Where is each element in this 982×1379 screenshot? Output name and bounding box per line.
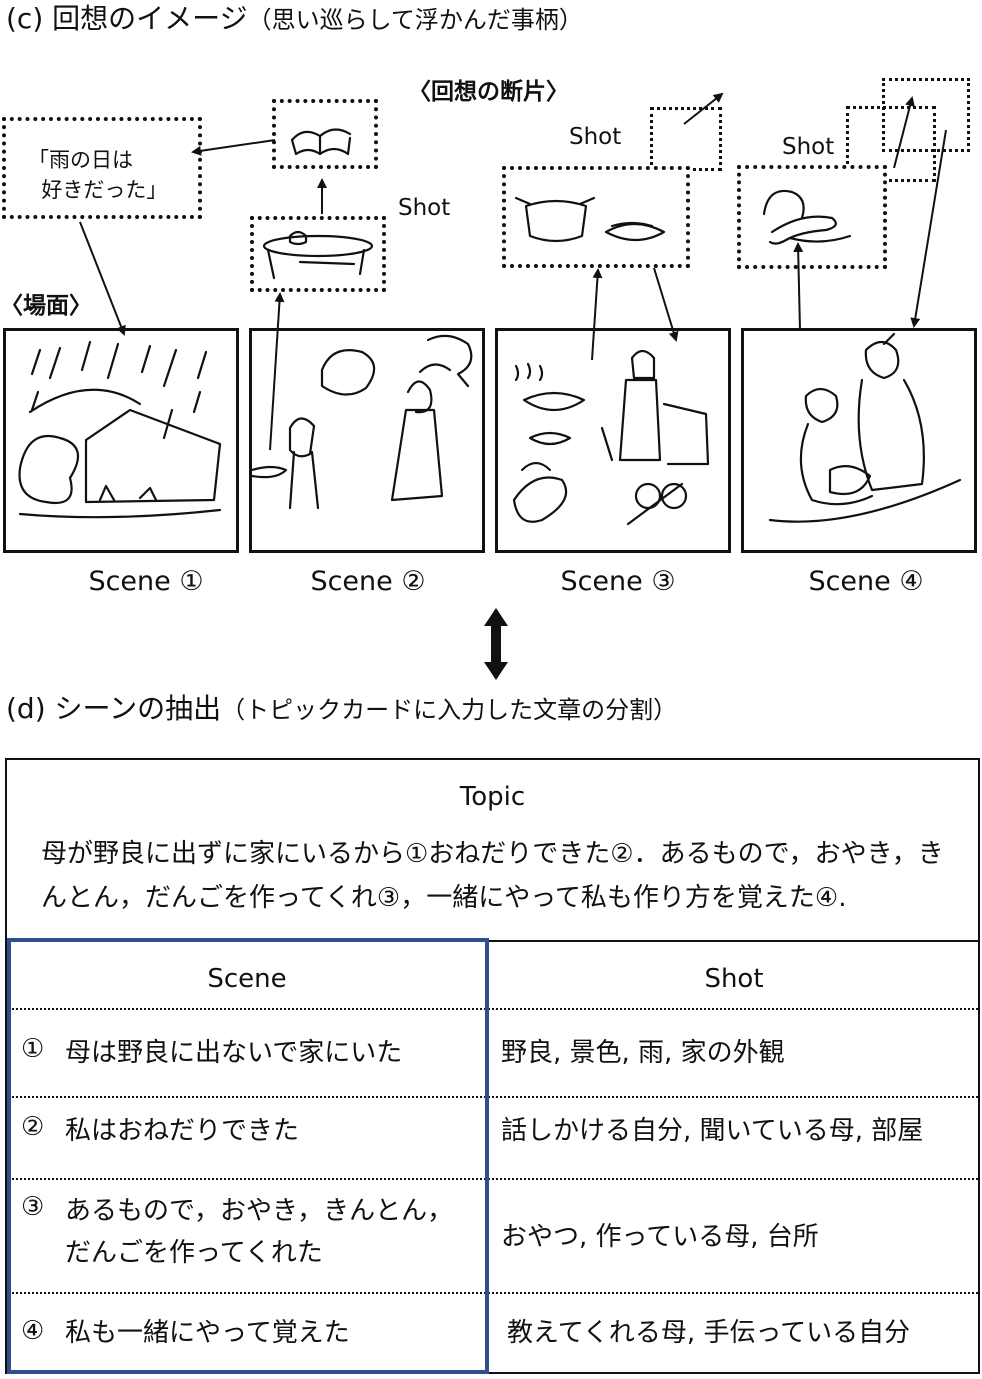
- book-sketch: [292, 129, 350, 154]
- scene-2-sketch: [252, 336, 471, 508]
- row-1-shot: 野良, 景色, 雨, 家の外観: [501, 1032, 971, 1074]
- scene-extraction-table: Topic 母が野良に出ずに家にいるから①おねだりできた②．あるもので，おやき，…: [5, 758, 980, 1374]
- scene-4-sketch: [770, 334, 960, 522]
- section-d-title: (d) シーンの抽出（トピックカードに入力した文章の分割）: [6, 692, 677, 727]
- pot-sketch: [516, 198, 664, 241]
- table-sketch: [264, 232, 372, 278]
- scene-1-sketch: [20, 342, 220, 517]
- arrow-shot3-next: [684, 94, 722, 124]
- row-4-shot: 教えてくれる母, 手伝っている自分: [507, 1312, 977, 1354]
- topic-header: Topic: [7, 782, 978, 812]
- row-2-shot: 話しかける自分, 聞いている母, 部屋: [501, 1110, 971, 1152]
- section-d-subtitle: （トピックカードに入力した文章の分割）: [221, 696, 677, 724]
- arrow-scene3-to-pot: [592, 270, 598, 360]
- scene-3-sketch: [514, 351, 708, 524]
- scene-1-label: Scene ①: [46, 566, 246, 597]
- arrow-scene4-to-hands: [798, 244, 800, 330]
- shot-column-header: Shot: [489, 958, 979, 1000]
- arrow-shot4-to-scene4: [914, 130, 946, 326]
- arrow-pot-to-scene3: [654, 268, 676, 340]
- arrow-scene2-to-table: [270, 294, 280, 450]
- arrow-book-to-quote: [193, 140, 275, 152]
- scene-2-label: Scene ②: [268, 566, 468, 597]
- scene-4-label: Scene ④: [766, 566, 966, 597]
- arrow-quote-to-scene1: [80, 222, 124, 334]
- hands-sketch: [764, 191, 850, 244]
- arrow-shot4-up: [894, 98, 912, 168]
- double-arrow: [484, 608, 508, 680]
- scene-column-highlight: [7, 938, 489, 1374]
- topic-text: 母が野良に出ずに家にいるから①おねだりできた②．あるもので，おやき，きんとん，だ…: [41, 832, 961, 920]
- scene-3-label: Scene ③: [518, 566, 718, 597]
- row-3-shot: おやつ, 作っている母, 台所: [501, 1216, 971, 1258]
